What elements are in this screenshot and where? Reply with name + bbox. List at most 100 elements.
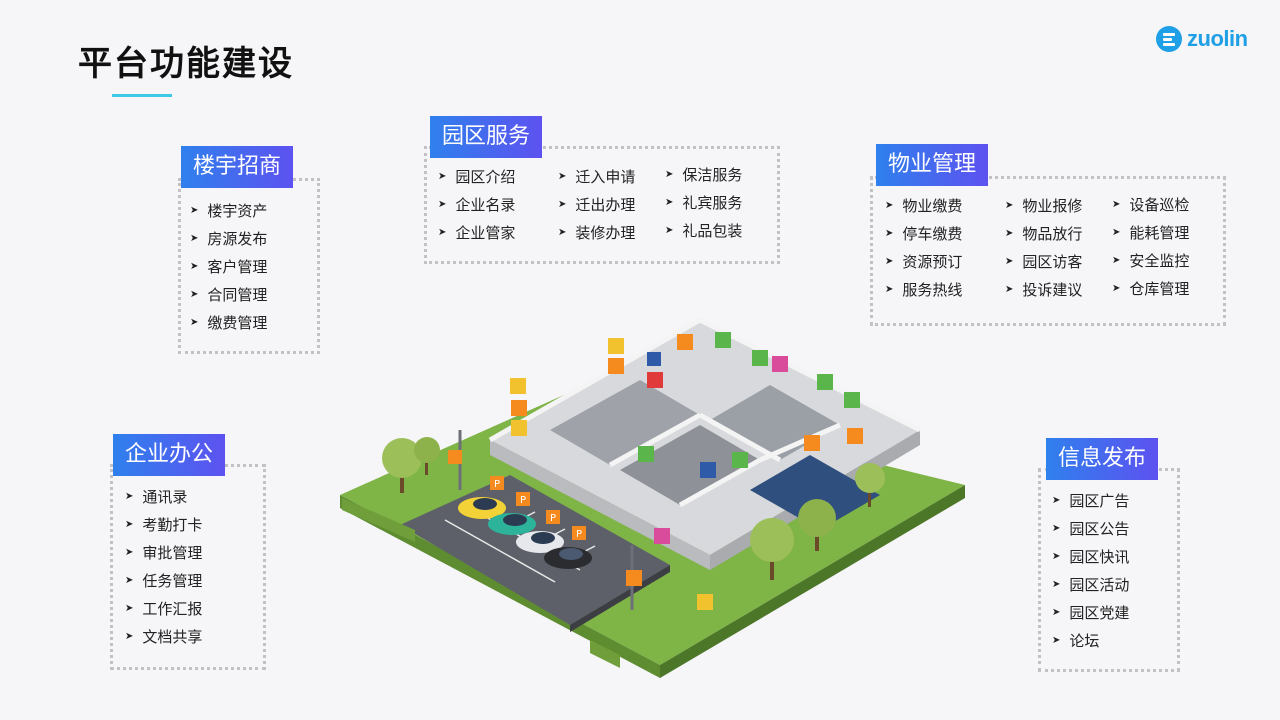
arrow-icon: ➤ [885, 284, 894, 295]
door-icon [511, 400, 527, 416]
cloud-icon [608, 338, 624, 354]
tree-icon [855, 463, 885, 507]
arrow-icon: ➤ [1052, 635, 1061, 646]
list-item: ➤园区活动 [1052, 576, 1130, 594]
list-item: ➤通讯录 [125, 488, 188, 506]
list-item: ➤楼宇资产 [190, 202, 268, 220]
list-item: ➤投诉建议 [1005, 281, 1083, 299]
arrow-icon: ➤ [190, 233, 199, 244]
tree-icon [414, 437, 440, 475]
logo-icon [1156, 26, 1182, 52]
svg-text:P: P [494, 479, 500, 490]
list-item: ➤园区介绍 [438, 168, 516, 186]
arrow-icon: ➤ [125, 603, 134, 614]
arrow-icon: ➤ [438, 171, 447, 182]
battery-icon [511, 420, 527, 436]
wrench-icon [817, 374, 833, 390]
faucet-icon [844, 392, 860, 408]
list-item: ➤任务管理 [125, 572, 203, 590]
list-item: ➤园区公告 [1052, 520, 1130, 538]
arrow-icon: ➤ [885, 200, 894, 211]
list-item: ➤迁出办理 [558, 196, 636, 214]
list-item: ➤合同管理 [190, 286, 268, 304]
chat-icon [654, 528, 670, 544]
section-wuye-box [870, 176, 1226, 326]
battery-icon [715, 332, 731, 348]
arrow-icon: ➤ [1052, 551, 1061, 562]
door-icon [626, 570, 642, 586]
arrow-icon: ➤ [1005, 228, 1014, 239]
list-item: ➤园区广告 [1052, 492, 1130, 510]
arrow-icon: ➤ [190, 205, 199, 216]
list-item: ➤服务热线 [885, 281, 963, 299]
tree-icon [750, 518, 794, 580]
parking-icon: P [516, 492, 530, 506]
car-teal [488, 513, 536, 535]
list-item: ➤审批管理 [125, 544, 203, 562]
list-item: ➤客户管理 [190, 258, 268, 276]
arrow-icon: ➤ [190, 261, 199, 272]
list-item: ➤园区访客 [1005, 253, 1083, 271]
tree-icon [798, 499, 836, 551]
arrow-icon: ➤ [1112, 283, 1121, 294]
parking-icon: P [490, 476, 504, 490]
list-item: ➤设备巡检 [1112, 196, 1190, 214]
arrow-icon: ➤ [125, 519, 134, 530]
accessibility-icon [697, 594, 713, 610]
parking-icon: P [546, 510, 560, 524]
cloud-icon [510, 378, 526, 394]
car-black [544, 547, 592, 569]
arrow-icon: ➤ [125, 491, 134, 502]
map-pin-icon [647, 372, 663, 388]
arrow-icon: ➤ [1005, 200, 1014, 211]
list-item: ➤保洁服务 [665, 166, 743, 184]
list-item: ➤工作汇报 [125, 600, 203, 618]
arrow-icon: ➤ [1112, 227, 1121, 238]
person-icon [677, 334, 693, 350]
page-title: 平台功能建设 [78, 44, 294, 84]
list-item: ➤考勤打卡 [125, 516, 203, 534]
arrow-icon: ➤ [1005, 256, 1014, 267]
list-item: ➤企业名录 [438, 196, 516, 214]
logo-text: zuolin [1187, 26, 1248, 51]
arrow-icon: ➤ [558, 171, 567, 182]
section-wuye-title: 物业管理 [876, 144, 989, 186]
arrow-icon: ➤ [125, 547, 134, 558]
arrow-icon: ➤ [1052, 579, 1061, 590]
car-yellow [458, 497, 506, 519]
arrow-icon: ➤ [665, 169, 674, 180]
park-illustration: P P P P [340, 317, 965, 678]
chat-icon [772, 356, 788, 372]
person-icon [804, 435, 820, 451]
section-qiye-title: 企业办公 [113, 434, 226, 476]
list-item: ➤文档共享 [125, 628, 203, 646]
list-item: ➤仓库管理 [1112, 280, 1190, 298]
section-louyu-title: 楼宇招商 [181, 146, 294, 188]
section-xinxi-title: 信息发布 [1046, 438, 1159, 480]
arrow-icon: ➤ [438, 199, 447, 210]
trash-icon [752, 350, 768, 366]
list-item: ➤物品放行 [1005, 225, 1083, 243]
list-item: ➤装修办理 [558, 224, 636, 242]
list-item: ➤园区快讯 [1052, 548, 1130, 566]
arrow-icon: ➤ [885, 256, 894, 267]
list-item: ➤企业管家 [438, 224, 516, 242]
list-item: ➤园区党建 [1052, 604, 1130, 622]
door-icon [847, 428, 863, 444]
car-white [516, 531, 564, 553]
list-item: ➤迁入申请 [558, 168, 636, 186]
tree-icon [382, 438, 422, 493]
list-item: ➤停车缴费 [885, 225, 963, 243]
list-item: ➤论坛 [1052, 632, 1100, 650]
wifi-icon [448, 450, 462, 464]
arrow-icon: ➤ [1112, 199, 1121, 210]
arrow-icon: ➤ [1052, 523, 1061, 534]
arrow-icon: ➤ [125, 575, 134, 586]
arrow-icon: ➤ [665, 225, 674, 236]
wrench-icon [638, 446, 654, 462]
svg-text:P: P [520, 495, 526, 506]
list-item: ➤缴费管理 [190, 314, 268, 332]
list-item: ➤物业报修 [1005, 197, 1083, 215]
title-underline [112, 94, 172, 97]
zuolin-logo: zuolin [1156, 25, 1248, 53]
